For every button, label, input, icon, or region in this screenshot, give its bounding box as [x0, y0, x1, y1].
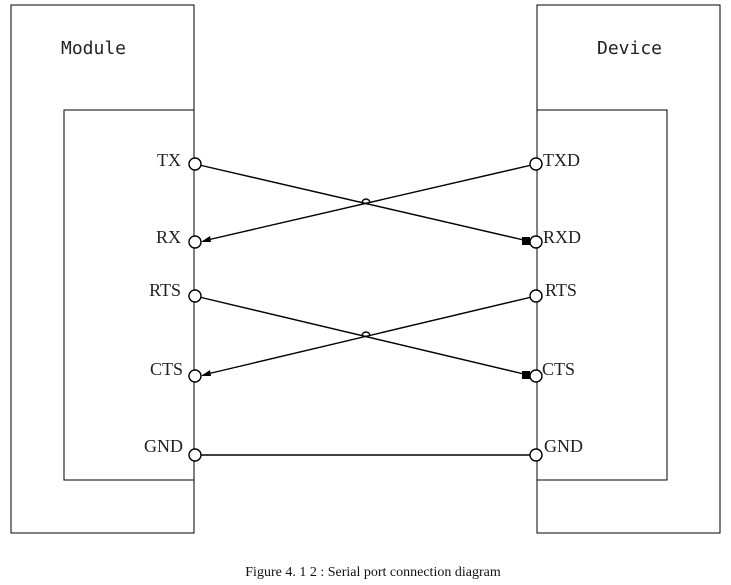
device-pin-gnd: [529, 448, 543, 462]
module-pins: [188, 157, 202, 462]
arrowheads: [201, 236, 211, 376]
module-pin-cts: [188, 369, 202, 383]
square-terminators: [522, 237, 530, 379]
module-pin-labels: TX RX RTS CTS GND: [144, 150, 183, 456]
device-pin-txd: [529, 157, 543, 171]
crossing-hop-tx: [361, 198, 371, 204]
device-title: Device: [597, 38, 662, 59]
device-block: Device: [536, 4, 721, 534]
module-label-cts: CTS: [150, 359, 183, 379]
arrowhead-rx: [201, 236, 211, 242]
device-label-txd: TXD: [543, 150, 580, 170]
square-marker-rxd: [522, 237, 530, 245]
arrowhead-cts: [201, 370, 211, 376]
module-title: Module: [61, 38, 126, 59]
module-label-gnd: GND: [144, 436, 183, 456]
module-pin-gnd: [188, 448, 202, 462]
device-pin-cts: [529, 369, 543, 383]
module-pin-tx: [188, 157, 202, 171]
device-label-gnd: GND: [544, 436, 583, 456]
figure-caption: Figure 4. 1 2 : Serial port connection d…: [245, 565, 501, 580]
device-label-rts: RTS: [545, 280, 577, 300]
square-marker-device-cts: [522, 371, 530, 379]
module-label-tx: TX: [157, 150, 181, 170]
module-pin-rts: [188, 289, 202, 303]
device-pin-rxd: [529, 235, 543, 249]
module-label-rx: RX: [156, 227, 181, 247]
wires: [194, 163, 537, 456]
module-label-rts: RTS: [149, 280, 181, 300]
module-pin-rx: [188, 235, 202, 249]
crossing-hop-rts: [361, 331, 371, 337]
device-pin-labels: TXD RXD RTS CTS GND: [542, 150, 583, 456]
wire-crossings: [361, 198, 371, 337]
device-label-cts: CTS: [542, 359, 575, 379]
device-label-rxd: RXD: [543, 227, 581, 247]
module-block: Module: [10, 4, 195, 534]
device-pins: [529, 157, 543, 462]
device-pin-rts: [529, 289, 543, 303]
